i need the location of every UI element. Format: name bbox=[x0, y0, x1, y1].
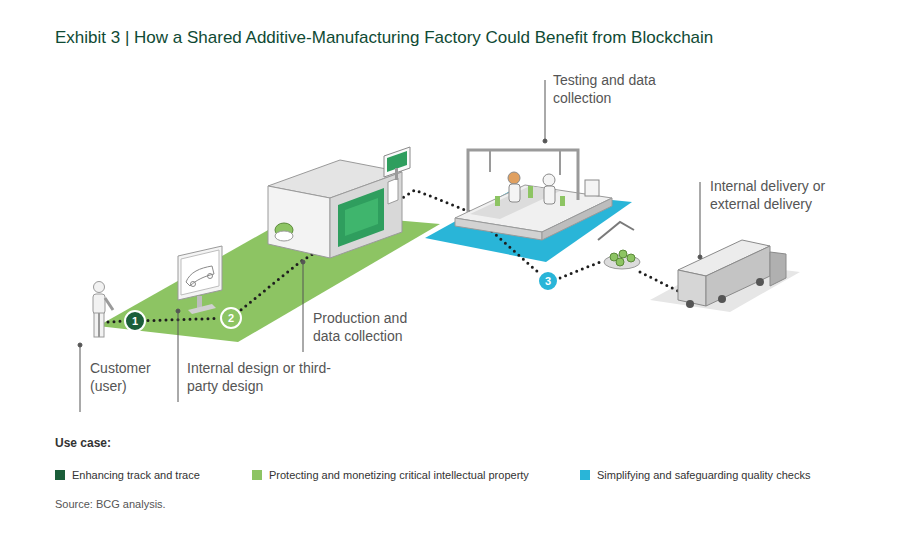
step-circle: 2 bbox=[220, 307, 242, 329]
legend-entry: Protecting and monetizing critical intel… bbox=[252, 469, 529, 481]
callout-label: Testing and data collection bbox=[553, 72, 673, 108]
legend-heading: Use case: bbox=[55, 436, 111, 450]
testing-line bbox=[455, 150, 634, 240]
exhibit-title: Exhibit 3 | How a Shared Additive-Manufa… bbox=[55, 28, 713, 48]
tray-flow bbox=[560, 262, 600, 278]
callout-label: Internal delivery or external delivery bbox=[710, 178, 860, 214]
additive-printer bbox=[268, 147, 410, 258]
parts-tray bbox=[604, 250, 640, 269]
legend-swatch bbox=[55, 470, 65, 480]
legend-text: Simplifying and safeguarding quality che… bbox=[597, 469, 810, 481]
callout-label: Production and data collection bbox=[313, 310, 433, 346]
flow-connector bbox=[148, 318, 218, 320]
step-number: 2 bbox=[228, 313, 234, 324]
legend-text: Protecting and monetizing critical intel… bbox=[269, 469, 529, 481]
step-circle: 3 bbox=[537, 270, 559, 292]
legend-entry: Simplifying and safeguarding quality che… bbox=[580, 469, 810, 481]
customer-flow bbox=[108, 321, 124, 322]
leader-lines bbox=[78, 80, 702, 412]
truck-flow bbox=[640, 272, 680, 292]
design-monitor bbox=[178, 246, 222, 314]
step-number: 3 bbox=[545, 276, 551, 287]
delivery-truck bbox=[678, 240, 786, 308]
legend-entry: Enhancing track and trace bbox=[55, 469, 200, 481]
step-circle: 1 bbox=[124, 310, 146, 332]
customer-figure bbox=[93, 282, 113, 338]
callout-label: Internal design or third-party design bbox=[187, 360, 337, 396]
step-number: 1 bbox=[132, 316, 138, 327]
source-note: Source: BCG analysis. bbox=[55, 498, 166, 510]
legend-swatch bbox=[580, 470, 590, 480]
callout-label: Customer (user) bbox=[90, 360, 162, 396]
legend-text: Enhancing track and trace bbox=[72, 469, 200, 481]
legend-swatch bbox=[252, 470, 262, 480]
